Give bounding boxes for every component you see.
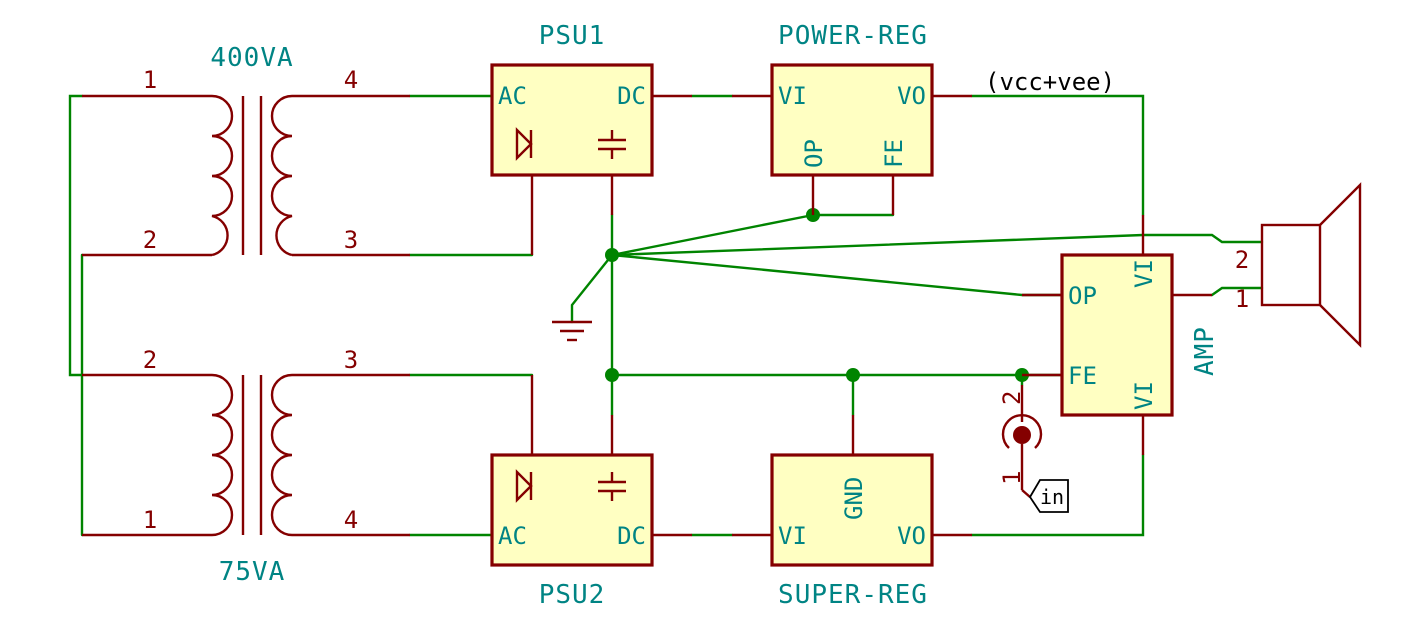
- wire-star-to-speaker2[interactable]: [610, 233, 1264, 257]
- pin-number: 4: [344, 506, 358, 534]
- transformer-75va[interactable]: 2 1 3 4 75VA: [82, 346, 410, 587]
- pin-op: OP: [800, 139, 828, 168]
- diode-icon: [515, 127, 533, 161]
- pin-gnd: GND: [840, 477, 868, 520]
- pin-ac: AC: [498, 82, 527, 110]
- pin-dc: DC: [617, 82, 646, 110]
- pin-number: 1: [143, 66, 157, 94]
- pin-vi: VI: [778, 82, 807, 110]
- pin-number: 2: [143, 226, 157, 254]
- power-reg-ref: POWER-REG: [778, 21, 928, 51]
- junction-dot: [605, 248, 619, 262]
- pin-vo: VO: [897, 82, 926, 110]
- psu2-block[interactable]: AC DC PSU2: [490, 375, 692, 610]
- pin-number: 3: [344, 346, 358, 374]
- transformer-400va[interactable]: 400VA 1 2 4 3: [82, 43, 410, 257]
- pin-vi-bottom: VI: [1130, 381, 1158, 410]
- wire-powerreg-vo-to-amp[interactable]: [970, 94, 1145, 217]
- pin-number: 4: [344, 66, 358, 94]
- pin-vo: VO: [897, 522, 926, 550]
- super-reg-block[interactable]: VI VO GND SUPER-REG: [732, 415, 972, 610]
- coil-primary: [211, 373, 234, 537]
- transformer-top-ref: 400VA: [210, 43, 293, 73]
- super-reg-ref: SUPER-REG: [778, 580, 928, 610]
- jack-center-icon: [1013, 426, 1031, 444]
- speaker-icon[interactable]: 2 1: [1235, 182, 1362, 348]
- input-jack[interactable]: 2 1 in: [998, 385, 1069, 513]
- ground-icon: [552, 320, 592, 342]
- power-reg-block[interactable]: POWER-REG VI VO OP FE: [732, 21, 972, 215]
- junction-dot: [846, 368, 860, 382]
- pin-number: 1: [998, 471, 1026, 485]
- pin-op: OP: [1068, 282, 1097, 310]
- junctions: [605, 208, 1029, 382]
- psu2-ref: PSU2: [539, 580, 606, 610]
- amp-block[interactable]: OP FE VI VI AMP: [1022, 215, 1220, 455]
- pin-ac: AC: [498, 522, 527, 550]
- wire-star-to-amp-op[interactable]: [610, 253, 1064, 297]
- wire-superreg-vo-to-amp[interactable]: [970, 453, 1145, 537]
- input-label-flag: [1028, 479, 1069, 513]
- pin-fe: FE: [880, 139, 908, 168]
- wire-star-to-ground[interactable]: [570, 253, 614, 324]
- pin-number: 2: [1235, 246, 1249, 274]
- pin-number: 2: [998, 391, 1026, 405]
- psu1-ref: PSU1: [539, 21, 606, 51]
- psu1-block[interactable]: PSU1 AC DC: [490, 21, 692, 255]
- junction-dot: [605, 368, 619, 382]
- wire-star-to-powerreg[interactable]: [610, 213, 815, 257]
- amp-ref: AMP: [1190, 326, 1220, 376]
- capacitor-icon: [598, 130, 626, 159]
- transformer-bottom-ref: 75VA: [219, 557, 286, 587]
- jack-ring-icon: [1001, 414, 1043, 449]
- capacitor-icon: [598, 472, 626, 501]
- pin-fe: FE: [1068, 362, 1097, 390]
- wire-primary-left[interactable]: [68, 94, 84, 377]
- vcc-vee-net-label: (vcc+vee): [985, 68, 1115, 96]
- pin-number: 3: [344, 226, 358, 254]
- diode-icon: [515, 469, 533, 503]
- pin-number: 1: [1235, 285, 1249, 313]
- wire-amp-to-speaker1[interactable]: [1210, 286, 1264, 297]
- input-net-label: in: [1040, 485, 1064, 509]
- pin-number: 1: [143, 506, 157, 534]
- coil-primary: [211, 94, 234, 257]
- pin-vi-top: VI: [1130, 259, 1158, 288]
- pin-number: 2: [143, 346, 157, 374]
- pin-vi: VI: [778, 522, 807, 550]
- coil-secondary: [270, 373, 293, 537]
- pin-dc: DC: [617, 522, 646, 550]
- coil-secondary: [270, 94, 293, 257]
